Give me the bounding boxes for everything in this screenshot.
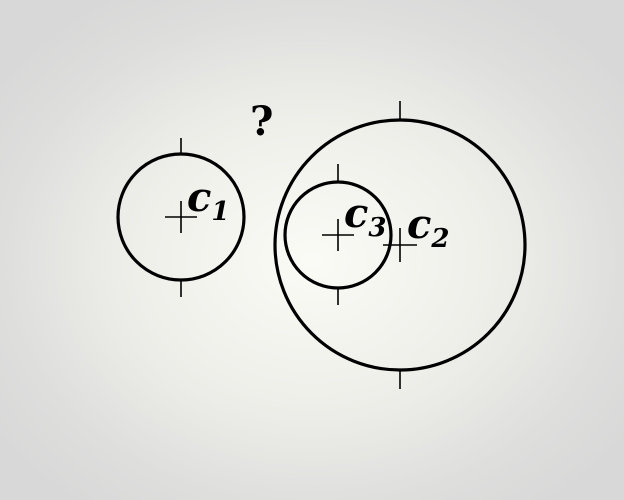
circle-c2-group: c2 xyxy=(273,101,527,389)
circle-c1-group: c1 xyxy=(116,138,246,297)
circle-c3-group: c3 xyxy=(283,164,393,305)
center-cross-c3 xyxy=(322,219,354,251)
center-cross-c1 xyxy=(165,201,197,233)
label-c1: c1 xyxy=(187,174,229,227)
question-mark: ? xyxy=(250,98,273,145)
label-c3: c3 xyxy=(344,190,386,243)
label-c2: c2 xyxy=(407,201,449,254)
